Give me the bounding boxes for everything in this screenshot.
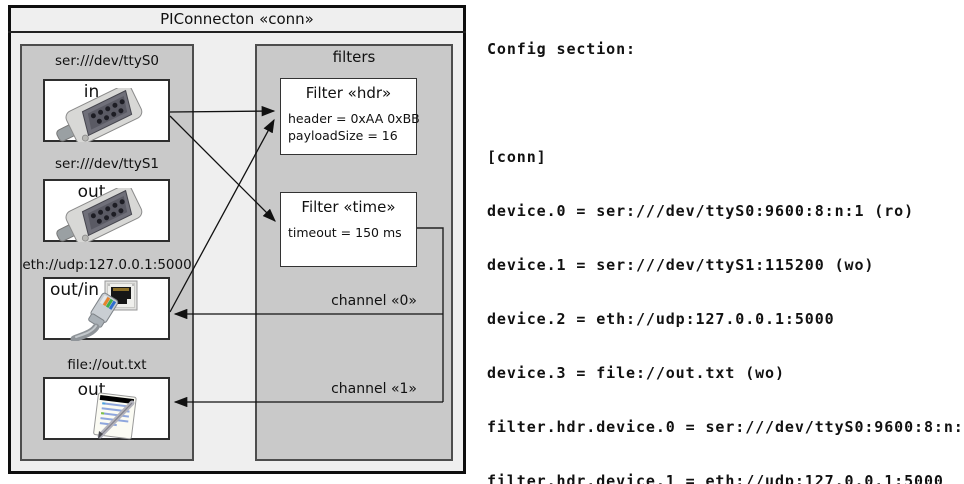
config-heading: Config section: [487,40,636,58]
config-line: [conn] [487,148,547,166]
device-direction: out/in [50,280,100,300]
filter-node-time: Filter «time» timeout = 150 ms [280,192,417,267]
filters-group-label: filters [332,48,376,66]
config-line: device.3 = file://out.txt (wo) [487,364,785,382]
notepad-icon [93,392,137,440]
device-direction: in [83,82,100,102]
device-label-ttyS0: ser:///dev/ttyS0 [55,53,159,69]
ethernet-cable-icon [70,292,119,341]
filter-title: Filter «time» [301,198,396,216]
diagram-title: PIConnecton «conn» [8,8,466,33]
config-lines: [conn] device.0 = ser:///dev/ttyS0:9600:… [487,112,964,484]
config-line: device.1 = ser:///dev/ttyS1:115200 (wo) [487,256,875,274]
device-label-eth: eth://udp:127.0.0.1:5000 [22,257,192,273]
filter-attribute: timeout = 150 ms [288,225,402,240]
config-line: filter.hdr.device.1 = eth://udp:127.0.0.… [487,472,944,484]
config-line: filter.hdr.device.0 = ser:///dev/ttyS0:9… [487,418,964,436]
filter-node-hdr: Filter «hdr» header = 0xAA 0xBB payloadS… [280,78,420,155]
filter-title: Filter «hdr» [305,84,392,102]
filter-attribute: header = 0xAA 0xBB [288,111,420,126]
serial-connector-icon [56,88,143,142]
serial-connector-icon [56,188,143,242]
device-label-file: file://out.txt [67,357,147,373]
channel-1-label: channel «1» [331,381,417,397]
config-section: Config section: [conn] device.0 = ser://… [487,4,964,484]
filter-attribute: payloadSize = 16 [288,128,398,143]
config-line: device.0 = ser:///dev/ttyS0:9600:8:n:1 (… [487,202,915,220]
device-label-ttyS1: ser:///dev/ttyS1 [55,156,159,172]
config-line: device.2 = eth://udp:127.0.0.1:5000 [487,310,835,328]
channel-0-label: channel «0» [331,293,417,309]
